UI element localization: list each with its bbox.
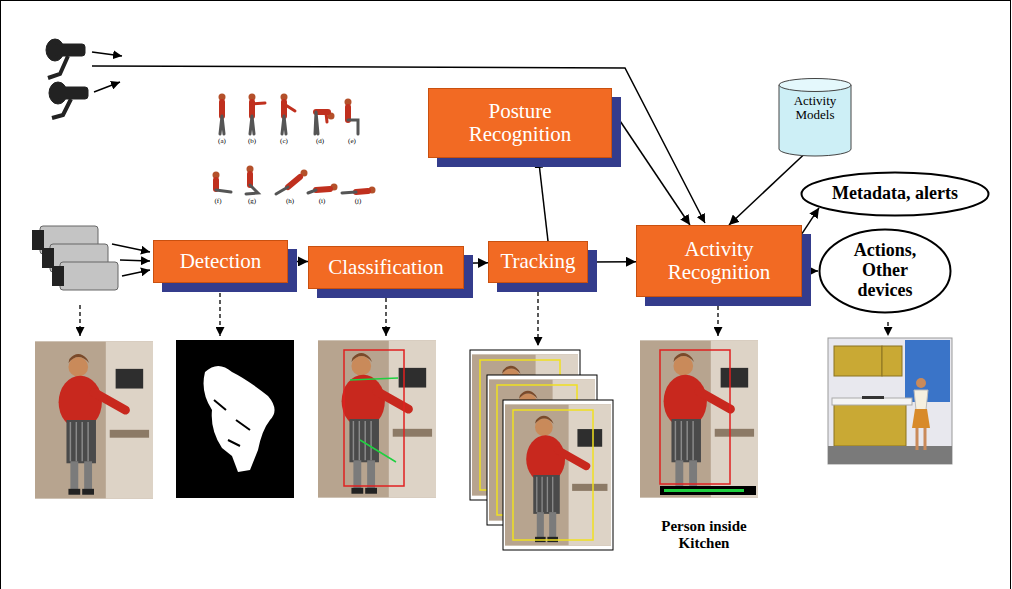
process-box: Posture Recognition <box>428 88 612 158</box>
node-label: Detection <box>161 250 280 273</box>
recognition-image <box>640 340 758 497</box>
posture-label: (h) <box>278 198 302 206</box>
node-text: Activity Models <box>782 94 848 123</box>
flow-arrow <box>612 109 690 225</box>
node-label: Posture Recognition <box>436 100 604 146</box>
tracking-images <box>470 350 613 550</box>
node-label: Tracking <box>496 250 580 273</box>
dashed-arrows <box>80 292 888 346</box>
camera-arrows <box>92 52 705 223</box>
node-text: Tracking <box>496 250 580 273</box>
node-text: Classification <box>316 256 456 279</box>
flow-arrow <box>538 158 548 241</box>
posture-label: (i) <box>310 198 334 206</box>
flow-arrow <box>729 154 804 225</box>
classification-image <box>318 340 436 497</box>
process-box: Tracking <box>488 241 588 283</box>
node-label: Activity Recognition <box>644 238 794 284</box>
flow-arrow <box>464 262 488 264</box>
node-label: Activity Models <box>782 94 848 123</box>
flow-arrow <box>288 261 308 263</box>
posture-label: (b) <box>240 138 264 146</box>
posture-label: (c) <box>272 138 296 146</box>
node-text: Posture Recognition <box>436 100 604 146</box>
surveillance-cameras <box>46 39 88 118</box>
process-box: Classification <box>308 246 464 289</box>
flow-arrow <box>802 270 818 272</box>
video-cameras <box>32 226 118 290</box>
flow-arrow <box>802 208 819 234</box>
posture-figures <box>213 94 376 195</box>
node-label: Metadata, alerts <box>821 184 969 204</box>
node-label: Actions, Other devices <box>833 241 938 300</box>
camera-image <box>35 341 153 498</box>
database-cylinder: Activity Models <box>778 78 852 156</box>
camera-arrows <box>112 244 150 276</box>
posture-label: (j) <box>346 198 370 206</box>
node-text: Activity Recognition <box>644 238 794 284</box>
caption-label: Person inside Kitchen <box>648 518 760 551</box>
output-ellipse: Actions, Other devices <box>818 228 952 314</box>
process-box: Detection <box>153 240 288 283</box>
node-text: Detection <box>161 250 280 273</box>
posture-label: (f) <box>206 198 230 206</box>
posture-label: (d) <box>308 138 332 146</box>
foreground-mask <box>176 340 294 498</box>
posture-label: (g) <box>240 198 264 206</box>
flow-arrow <box>588 261 636 263</box>
process-box: Activity Recognition <box>636 225 802 297</box>
node-text: Metadata, alerts <box>821 184 969 204</box>
output-ellipse: Metadata, alerts <box>800 171 990 217</box>
node-label: Classification <box>316 256 456 279</box>
node-text: Actions, Other devices <box>833 241 938 300</box>
kitchen-render <box>828 338 952 464</box>
posture-label: (a) <box>210 138 234 146</box>
posture-label: (e) <box>340 138 364 146</box>
